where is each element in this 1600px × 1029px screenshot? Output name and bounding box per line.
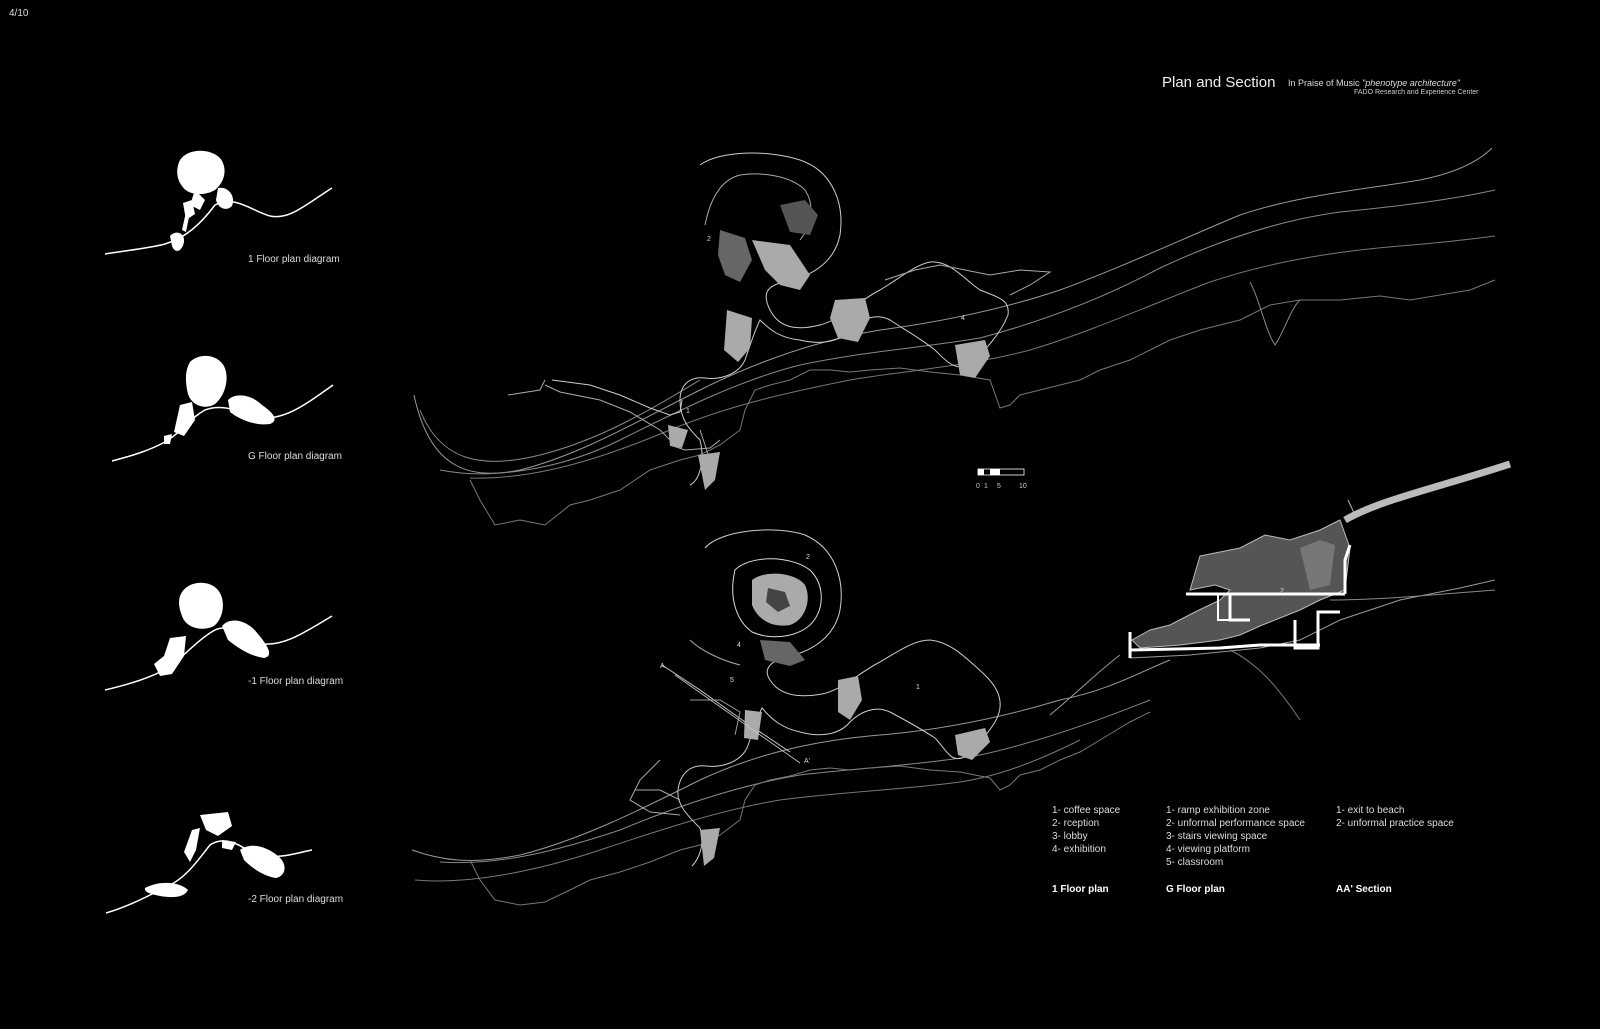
legend-1-floor: 1- coffee space 2- rception 3- lobby 4- …	[1052, 804, 1120, 856]
plan-1-floor	[413, 147, 1496, 526]
legend-item: 4- viewing platform	[1166, 844, 1250, 855]
legend-heading-g-floor: G Floor plan	[1166, 884, 1225, 895]
diagram-1-floor	[104, 150, 333, 255]
legend-heading-1-floor: 1 Floor plan	[1052, 884, 1109, 895]
room-number: 2	[707, 236, 711, 243]
page-number: 4/10	[9, 8, 29, 19]
legend-item: 4- exhibition	[1052, 844, 1106, 855]
room-number: 1	[686, 408, 690, 415]
scale-tick-1: 1	[984, 483, 988, 490]
room-number: 5	[730, 677, 734, 684]
legend-item: 1- coffee space	[1052, 805, 1121, 816]
legend-item: 1- ramp exhibition zone	[1166, 805, 1270, 816]
legend-item: 2- rception	[1052, 818, 1100, 829]
legend-item: 2- unformal performance space	[1166, 818, 1305, 829]
legend-heading-aa-section: AA' Section	[1336, 884, 1392, 895]
room-number: 2	[1280, 588, 1284, 595]
legend-item: 3- stairs viewing space	[1166, 831, 1268, 842]
section-aa	[1049, 460, 1512, 721]
legend-item: 2- unformal practice space	[1336, 818, 1454, 829]
plan-1-floor-fills	[668, 200, 990, 490]
subtitle-italic: "phenotype architecture"	[1362, 78, 1460, 88]
subtitle-prefix: In Praise of Music	[1288, 78, 1360, 88]
project-subtitle: In Praise of Music "phenotype architectu…	[1288, 78, 1460, 88]
section-marker-a: A	[660, 663, 665, 670]
diagram-label-neg2-floor: -2 Floor plan diagram	[248, 894, 344, 905]
room-number: 1	[916, 684, 920, 691]
diagram-label-g-floor: G Floor plan diagram	[248, 451, 342, 462]
legend-g-floor: 1- ramp exhibition zone 2- unformal perf…	[1166, 804, 1305, 869]
room-number: 4	[737, 642, 741, 649]
room-number: 2	[806, 554, 810, 561]
diagram-neg2-floor	[105, 812, 313, 914]
legend-item: 1- exit to beach	[1336, 805, 1405, 816]
scale-tick-0: 0	[976, 483, 980, 490]
diagram-label-1-floor: 1 Floor plan diagram	[248, 254, 340, 265]
room-number: 4	[961, 315, 965, 322]
legend-item: 5- classroom	[1166, 857, 1224, 868]
page-title: Plan and Section	[1162, 74, 1276, 91]
section-marker-a-prime: A'	[804, 758, 811, 765]
legend-item: 3- lobby	[1052, 831, 1088, 842]
legend-aa-section: 1- exit to beach 2- unformal practice sp…	[1336, 804, 1454, 830]
diagram-g-floor	[111, 355, 334, 462]
diagram-label-neg1-floor: -1 Floor plan diagram	[248, 676, 344, 687]
diagram-neg1-floor	[104, 582, 333, 691]
plan-g-floor-fills	[700, 573, 990, 866]
organization-name: FADO Research and Experience Center	[1354, 89, 1479, 96]
plan-g-floor	[411, 529, 1171, 906]
section-cut-line	[674, 674, 801, 764]
scale-tick-10: 10	[1019, 483, 1027, 490]
scale-tick-5: 5	[997, 483, 1001, 490]
scale-bar	[977, 468, 1025, 476]
